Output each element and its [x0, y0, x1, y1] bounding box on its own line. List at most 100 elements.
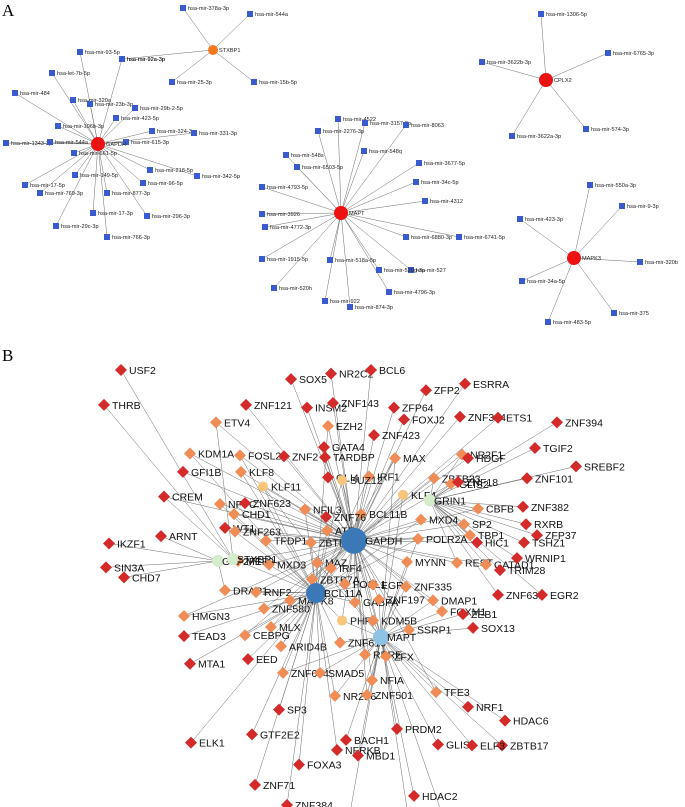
tf-edge: [263, 540, 355, 609]
mirna-edge: [296, 166, 342, 214]
tf-label: ZNF382: [531, 502, 569, 514]
tf-edge: [282, 636, 382, 674]
tf-label: HDAC2: [422, 791, 458, 803]
tf-label: ZNF143: [341, 398, 379, 410]
mirna-label: hsa-mir-2276-3p: [323, 129, 364, 135]
mirna-label: hsa-mir-520g-3p: [384, 268, 425, 274]
target-gene-label: GAPDH: [365, 536, 402, 548]
tf-label: TEAD3: [192, 631, 226, 643]
mirna-node: [132, 105, 138, 111]
mirna-label: hsa-mir-218-5p: [155, 168, 193, 174]
tf-label: NR2F1: [470, 449, 503, 461]
mirna-label: hsa-mir-548q: [369, 149, 402, 155]
mirna-edge: [121, 49, 214, 60]
mirna-label: hsa-mir-520h: [279, 286, 312, 292]
hub-gene-node-mapk3: [567, 251, 581, 265]
tf-node-bach1: [340, 733, 352, 746]
tf-node-arid4b: [275, 640, 287, 653]
hub-gene-node-mapt: [334, 206, 348, 220]
target-gene-node-bcl11a: [306, 583, 326, 604]
tf-edges: [103, 369, 577, 807]
mirna-node: [376, 267, 382, 273]
tf-edge: [240, 471, 317, 594]
tf-edge: [120, 369, 234, 560]
tf-node-smad5: [314, 666, 326, 679]
mirna-edge: [340, 124, 407, 214]
tf-label: MAX: [403, 453, 426, 465]
mirna-node: [519, 278, 525, 284]
tf-label: NFIA: [380, 675, 404, 687]
tf-label: IRF4: [339, 563, 362, 575]
tf-edge: [319, 636, 382, 674]
tf-label: IKZF1: [117, 538, 146, 550]
tf-edge: [380, 636, 437, 693]
tf-node-egr1: [367, 578, 379, 591]
mirna-edge: [340, 181, 417, 214]
tf-edge: [353, 416, 461, 541]
tf-node-mta1: [184, 657, 196, 670]
tf-node-sin3a: [100, 561, 112, 574]
mirna-node: [90, 210, 96, 216]
mirna-edge: [545, 79, 587, 130]
tf-edge: [224, 527, 355, 541]
mirna-edge: [521, 257, 575, 282]
tf-label: HMGN3: [192, 611, 230, 623]
tf-edge: [429, 478, 528, 501]
tf-label: ZNF623: [253, 498, 291, 510]
tf-label: ZNF71: [263, 780, 295, 792]
tf-node-prdm2: [391, 722, 403, 735]
mirna-edge: [340, 122, 366, 214]
tf-node-elk1: [185, 736, 197, 749]
tf-node-zbtb7a: [306, 573, 318, 586]
tf-node-znf2: [278, 450, 290, 463]
mirna-label: hsa-mir-342-5p: [202, 174, 240, 180]
tf-edge: [353, 483, 452, 541]
mirna-label: hsa-mir-8063: [411, 123, 444, 129]
mirna-node: [479, 59, 485, 65]
mirna-node: [169, 79, 175, 85]
tf-edge: [429, 500, 525, 543]
tf-label: GATA4: [332, 442, 365, 454]
mirna-label: hsa-mir-375: [619, 311, 649, 317]
mirna-edge: [97, 132, 195, 145]
mirna-edge: [14, 92, 99, 145]
tf-edge: [429, 500, 543, 596]
mirna-edge: [337, 118, 342, 214]
tf-label: RXRB: [534, 519, 563, 531]
tf-edge: [283, 456, 355, 541]
tf-edge: [237, 560, 317, 594]
mirna-label: hsa-mir-615-3p: [131, 140, 169, 146]
tf-node-cbfb: [472, 502, 484, 515]
tf-node-maz: [311, 556, 323, 569]
tf-node-nr2c2: [325, 367, 337, 380]
tf-edge: [315, 513, 362, 594]
tf-node-eed: [242, 653, 254, 666]
mirna-label: hsa-mir-34c-5p: [421, 180, 459, 186]
mirna-label: hsa-mir-574-3p: [591, 127, 629, 133]
tf-edge: [255, 540, 355, 593]
tf-edge: [244, 592, 317, 636]
tf-edge: [380, 636, 503, 746]
mirna-node: [545, 319, 551, 325]
target-gene-label: MAPT: [387, 632, 417, 644]
mirna-edge: [545, 52, 609, 81]
mirna-label: hsa-mir-4796-3p: [394, 290, 435, 296]
tf-label: ZFP64: [402, 403, 434, 415]
tf-label: PRDM2: [405, 724, 442, 736]
tf-label: SOX5: [299, 374, 327, 386]
tf-label: DMAP1: [441, 595, 477, 607]
mirna-node: [251, 79, 257, 85]
mirna-node: [605, 50, 611, 56]
tf-node-foxj2: [398, 413, 410, 426]
panel-b-label: B: [2, 346, 13, 365]
tf-edge: [353, 369, 372, 541]
mirna-edge: [340, 212, 412, 271]
hub-gene-node-gapdh: [91, 137, 105, 151]
tf-node-zfp64: [388, 401, 400, 414]
tf-node-crem: [158, 490, 170, 503]
tf-label: ELF3: [480, 740, 505, 752]
tf-edge: [353, 540, 410, 630]
mirna-label: hsa-mir-3677-5p: [424, 161, 465, 167]
mirna-edge: [340, 212, 407, 238]
